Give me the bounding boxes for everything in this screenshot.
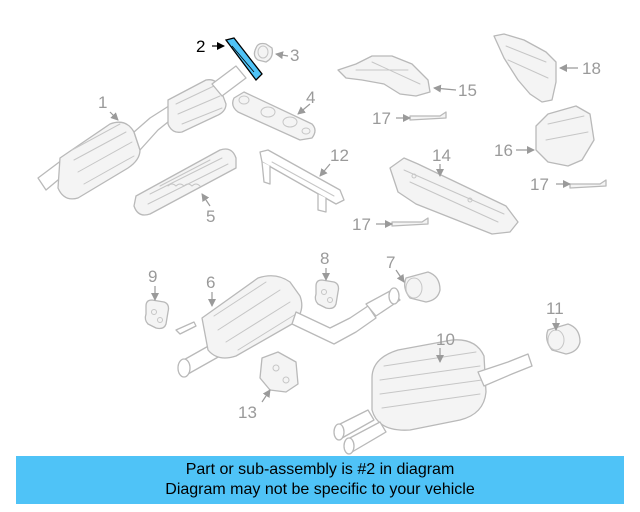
callout-18[interactable]: 18 (582, 59, 601, 78)
callout-3[interactable]: 3 (290, 46, 299, 65)
part-4-flange-gasket[interactable] (232, 91, 316, 141)
part-9-hanger[interactable] (144, 299, 170, 330)
callout-5[interactable]: 5 (206, 207, 215, 226)
part-17-clip-b[interactable] (569, 179, 607, 189)
callout-17b[interactable]: 17 (530, 175, 549, 194)
callout-1[interactable]: 1 (98, 93, 107, 112)
leader-lines (109, 42, 578, 403)
callout-16[interactable]: 16 (494, 141, 513, 160)
part-10-rear-muffler[interactable] (333, 339, 533, 455)
banner-line-2: Diagram may not be specific to your vehi… (165, 481, 475, 498)
callout-11[interactable]: 11 (546, 299, 564, 318)
callout-8[interactable]: 8 (320, 249, 329, 268)
part-17-clip-a[interactable] (409, 111, 447, 121)
part-18-heat-shield[interactable] (493, 33, 557, 103)
callout-6[interactable]: 6 (206, 273, 215, 292)
part-2-gasket[interactable] (224, 37, 263, 81)
callout-4[interactable]: 4 (306, 88, 315, 107)
part-11-clamp[interactable] (546, 323, 581, 355)
part-6-center-muffler[interactable] (175, 275, 401, 378)
part-5-heat-shield[interactable] (133, 148, 237, 216)
part-12-bracket[interactable] (259, 149, 345, 213)
callout-17a[interactable]: 17 (372, 109, 391, 128)
callout-14[interactable]: 14 (432, 146, 451, 165)
part-8-hanger[interactable] (314, 279, 340, 310)
callout-15[interactable]: 15 (458, 81, 477, 100)
banner-line-1: Part or sub-assembly is #2 in diagram (185, 461, 455, 478)
part-13-bracket[interactable] (259, 351, 299, 393)
callout-12[interactable]: 12 (330, 146, 349, 165)
part-3-clamp[interactable] (253, 42, 274, 63)
part-17-clip-c[interactable] (391, 217, 429, 227)
callout-13[interactable]: 13 (238, 403, 257, 422)
info-banner: Part or sub-assembly is #2 in diagram Di… (16, 456, 624, 504)
part-7-clamp[interactable] (404, 271, 441, 303)
callout-10[interactable]: 10 (436, 330, 455, 349)
part-15-heat-shield[interactable] (337, 55, 431, 97)
callout-9[interactable]: 9 (148, 267, 157, 286)
callout-7[interactable]: 7 (386, 253, 395, 272)
part-16-bracket[interactable] (535, 105, 595, 167)
callout-2[interactable]: 2 (196, 37, 205, 56)
part-14-heat-shield[interactable] (389, 157, 519, 235)
callouts: 1 2 3 4 5 6 7 8 9 10 11 12 13 14 15 16 1… (98, 37, 601, 422)
callout-17c[interactable]: 17 (352, 215, 371, 234)
part-1-catalytic-converter[interactable] (37, 65, 247, 200)
